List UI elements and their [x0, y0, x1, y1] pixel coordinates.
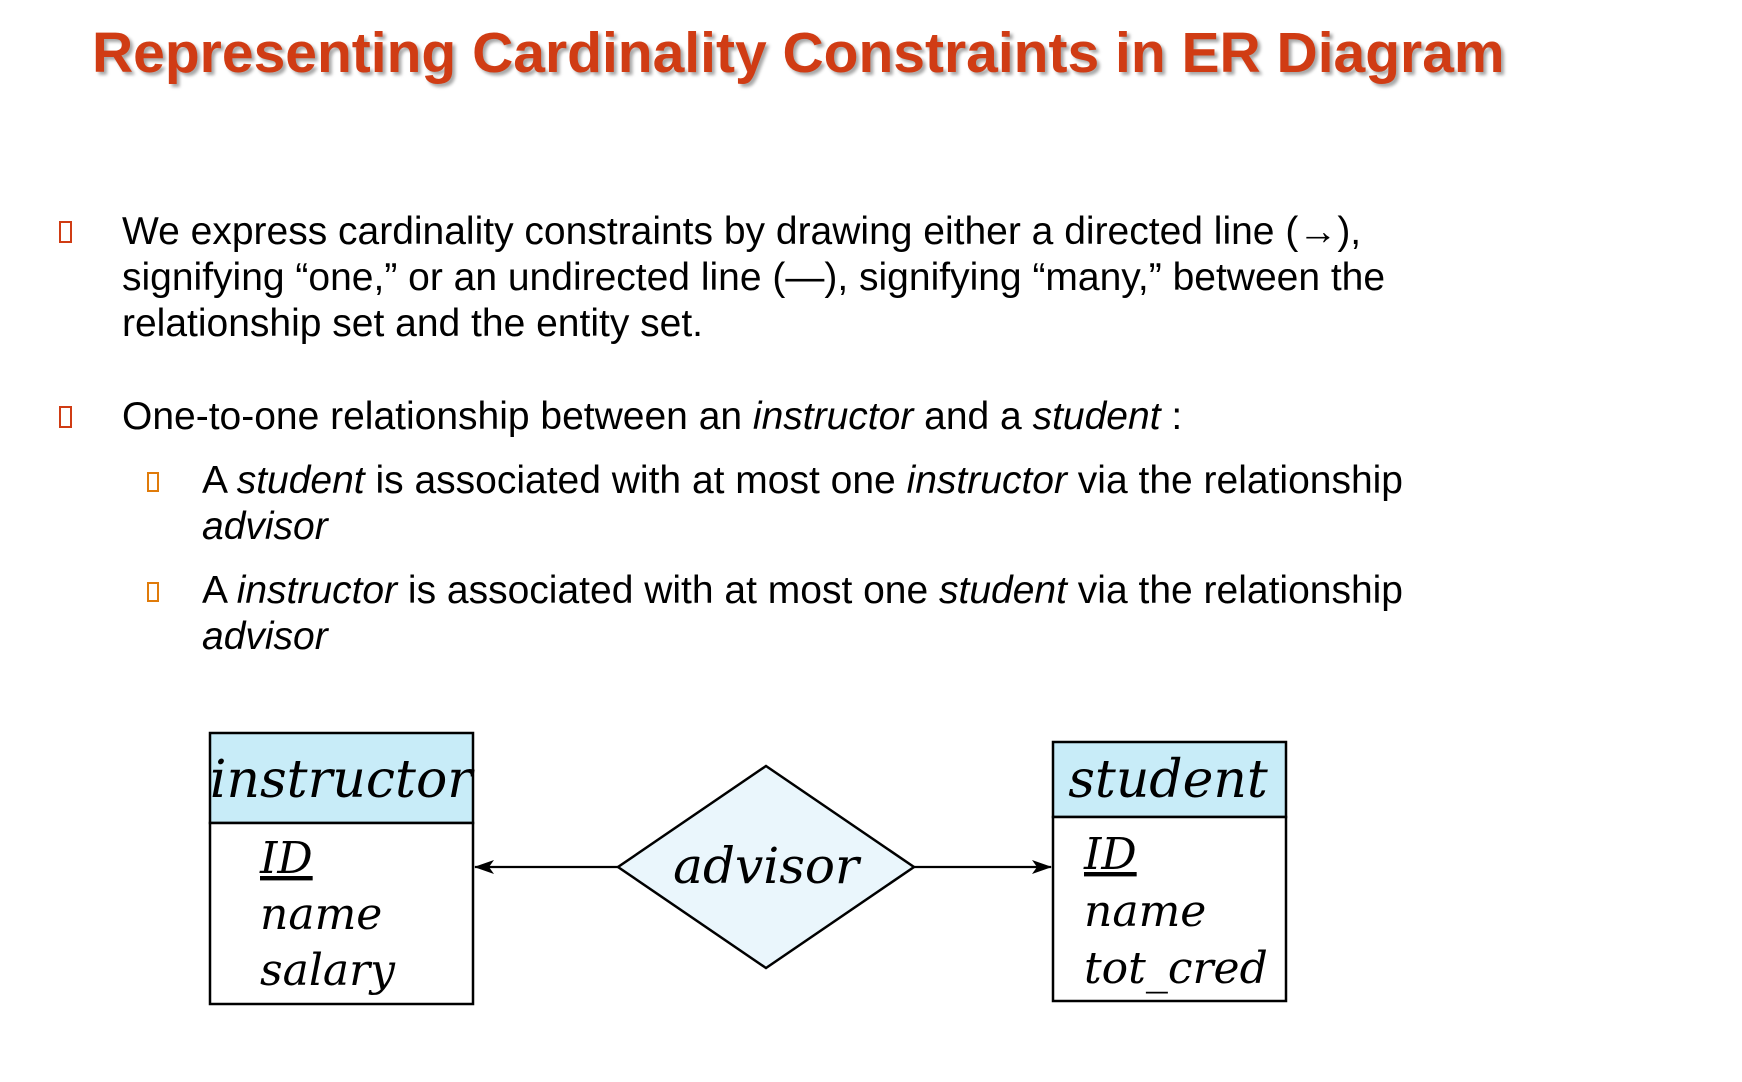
text-run: A: [202, 569, 237, 612]
bullet-text: One-to-one relationship between an instr…: [122, 394, 1182, 440]
entity-header: [1051, 740, 1288, 819]
attribute-key: ID: [259, 833, 313, 884]
bullet-line-italic: advisor: [202, 615, 328, 658]
square-bullet-icon: [59, 221, 72, 243]
bullet-line: signifying “one,” or an undirected line …: [122, 256, 1386, 299]
text-run: is associated with at most one: [397, 569, 940, 612]
text-run-italic: student: [939, 569, 1067, 612]
slide-title: Representing Cardinality Constraints in …: [92, 21, 1505, 85]
relationship-name: advisor: [673, 837, 862, 895]
attribute: salary: [260, 945, 396, 996]
entity-body: [1051, 815, 1288, 1003]
entity-header: [208, 731, 475, 825]
entity-student: student ID name tot_cred: [1051, 740, 1288, 1003]
text-run-italic: instructor: [906, 459, 1067, 502]
square-bullet-icon: [59, 406, 72, 428]
text-run-italic: student: [236, 459, 365, 502]
bullet-line: We express cardinality constraints by dr…: [122, 210, 1362, 253]
attribute: name: [260, 889, 382, 940]
square-bullet-icon: [147, 582, 159, 602]
text-run-italic: instructor: [752, 395, 914, 438]
bullet-line: A student is associated with at most one…: [202, 458, 1403, 504]
relationship-diamond: [615, 764, 917, 970]
text-run: via the relationship: [1066, 569, 1404, 612]
relationship-advisor: advisor: [615, 764, 917, 970]
square-bullet-icon: [147, 472, 159, 492]
bullet-line: relationship set and the entity set.: [122, 302, 704, 345]
text-run: is associated with at most one: [364, 459, 907, 502]
bullet-line: A instructor is associated with at most …: [202, 568, 1403, 614]
text-run-italic: instructor: [236, 569, 398, 612]
entity-name: instructor: [210, 750, 475, 810]
text-run: via the relationship: [1066, 459, 1404, 502]
attribute: name: [1084, 886, 1206, 937]
text-run-italic: student: [1032, 395, 1161, 438]
attribute: tot_cred: [1084, 943, 1268, 994]
text-run: :: [1160, 395, 1183, 438]
entity-instructor: instructor ID name salary: [208, 731, 475, 1006]
text-run: and a: [913, 395, 1033, 438]
bullet-text: A student is associated with at most one…: [202, 458, 1403, 550]
bullet-text: A instructor is associated with at most …: [202, 568, 1403, 660]
bullet-text: We express cardinality constraints by dr…: [122, 209, 1385, 347]
bullet-line-italic: advisor: [202, 505, 328, 548]
entity-name: student: [1068, 750, 1268, 810]
text-run: One-to-one relationship between an: [122, 395, 753, 438]
attribute-key: ID: [1083, 829, 1137, 880]
text-run: A: [202, 459, 237, 502]
entity-body: [208, 821, 475, 1006]
